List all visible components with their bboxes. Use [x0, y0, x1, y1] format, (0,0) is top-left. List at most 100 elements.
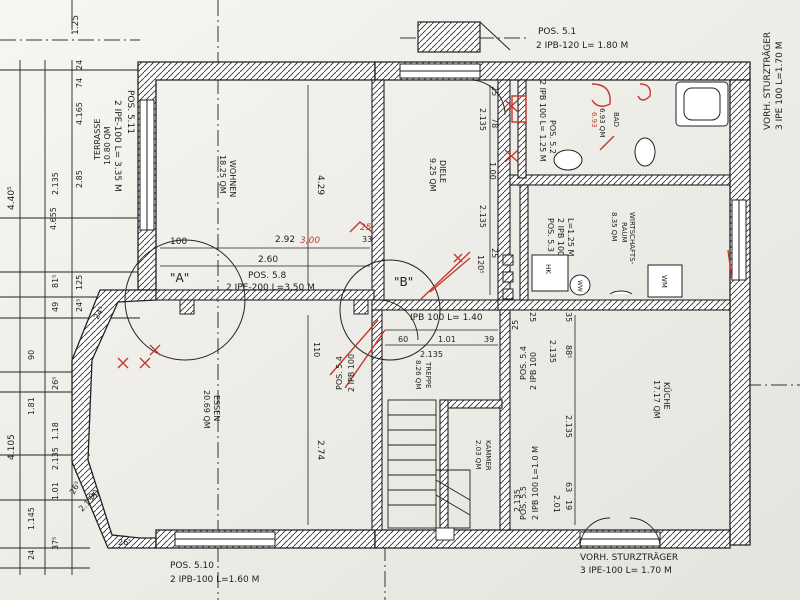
dim-100: 100 [170, 237, 187, 247]
dim-2135-e: 2.135 [564, 415, 573, 438]
room-bad-name: BAD [612, 112, 620, 127]
markup-fix-300: 3,00 [300, 236, 320, 246]
left-dim-2135b: 2.135 [51, 447, 60, 470]
pos-5-8-spec: 2 IPE-200 L=3.50 M [226, 283, 315, 293]
sturz-bottom-spec: 3 IPE-100 L= 1.70 M [580, 566, 672, 576]
interior-dim-lines [160, 85, 576, 525]
dim-2135-a: 2.135 [478, 108, 487, 131]
markup-note-bad: 6.93 [590, 112, 598, 128]
pos-5-3-spec: 2 IPB 100 [556, 218, 565, 256]
room-wohnen-name: WOHNEN [228, 160, 237, 197]
room-terrasse-name: TERRASSE [93, 119, 102, 161]
room-essen-name: ESSEN [212, 395, 221, 421]
left-dim-49: 49 [51, 302, 60, 312]
room-treppe-area: 8.26 QM [414, 360, 422, 389]
dim-201: 2.01 [552, 495, 561, 513]
room-diele-name: DIELE [438, 160, 447, 183]
pos-5-5-spec: 2 IPB 100 L=1.0 M [531, 446, 540, 520]
dim-125top: 1.25 [71, 15, 81, 35]
room-wohnen-area: 18.25 QM [218, 155, 227, 194]
left-dim-265: 26⁵ [51, 377, 60, 390]
left-dim-285: 2.85 [75, 170, 84, 188]
dim-25-d: 25 [511, 320, 520, 330]
detail-a-label: "A" [170, 271, 189, 285]
dim-35: 35 [564, 312, 573, 322]
room-kammer-area: 2.03 QM [474, 440, 482, 469]
door-swings [377, 79, 661, 549]
sturz-right-spec: 3 IPE 100 L=1.70 M [775, 42, 785, 130]
left-dim-815: 81⁵ [51, 275, 60, 288]
utility-fixtures [531, 254, 683, 298]
pos-5-4b-label: POS. 5.4 [519, 346, 528, 380]
dim-39: 39 [484, 335, 494, 344]
windows [139, 63, 747, 547]
bath-fixtures [553, 81, 729, 171]
red-markup [117, 83, 733, 389]
pos-5-4-label: POS. 5.4 [335, 356, 344, 390]
pos-5-10-label: POS. 5.10 [170, 561, 214, 571]
pos-5-2-spec: 2 IPB 100 L= 1.25 M [538, 80, 547, 162]
ipb-short-label: IPB 100 L= 1.40 [410, 313, 483, 323]
room-wirtschaftsraum-name: WIRTSCHAFTS- [628, 212, 636, 265]
dim-885: 88⁵ [564, 345, 573, 358]
dim-25-a: 25 [490, 86, 499, 96]
pos-5-10-spec: 2 IPB-100 L=1.60 M [170, 575, 259, 585]
dim-2135-b: 2.135 [478, 205, 487, 228]
water-heater-ww [569, 274, 591, 296]
left-dim-4405: 4.40⁵ [7, 186, 17, 210]
pos-5-11-label: POS. 5.11 [125, 90, 135, 134]
pos-5-4b-spec: 2 IPB 100 [529, 352, 538, 390]
markup-note-25: 25 [360, 223, 372, 233]
room-kammer-name: KAMMER [484, 440, 492, 471]
room-treppe-name: TREPPE [424, 361, 432, 388]
dim-19: 19 [564, 500, 573, 510]
left-dim-181: 1.81 [27, 397, 36, 415]
sturz-bottom-label: VORH. STURZTRÄGER [580, 552, 678, 563]
left-dim-1145: 1.145 [27, 507, 36, 530]
symbol-ww: WW [576, 280, 583, 292]
left-dim-4655: 4.655 [49, 207, 58, 230]
left-dim-245: 24⁵ [75, 299, 84, 312]
left-dim-4165: 4.165 [75, 102, 84, 125]
pos-5-1-spec: 2 IPB-120 L= 1.80 M [536, 41, 628, 51]
pos-5-3-label: POS. 5.3 [546, 218, 555, 252]
sturz-right-label: VORH. STURZTRÄGER [762, 32, 773, 130]
room-wirtschaftsraum-name2: RAUM [620, 222, 628, 243]
column-markers [179, 254, 514, 315]
dim-2135-f: 2.135 [513, 489, 522, 512]
dim-25-b: 25 [490, 248, 499, 258]
room-kueche-area: 17.17 QM [652, 380, 661, 419]
symbol-wm: WM [660, 275, 668, 288]
top-roof-element [417, 21, 511, 53]
left-dim-90: 90 [27, 350, 36, 360]
detail-circles [124, 239, 441, 361]
dim-63: 63 [564, 482, 573, 492]
room-terrasse-area: 10.80 QM [103, 126, 112, 165]
dim-2135-c: 2.135 [420, 350, 443, 359]
pos-5-4-spec: 2 IPB 100 [347, 354, 356, 392]
pos-5-1-label: POS. 5.1 [538, 27, 576, 37]
left-dim-375: 37⁵ [51, 537, 60, 550]
dim-2135-d: 2.135 [548, 340, 557, 363]
room-kueche-name: KÜCHE [662, 382, 672, 410]
detail-b-label: "B" [394, 275, 413, 289]
room-diele-area: 9.25 QM [428, 158, 437, 192]
room-wirtschaftsraum-area: 8.35 QM [610, 212, 618, 241]
dim-292: 2.92 [275, 235, 295, 245]
pos-5-8-label: POS. 5.8 [248, 271, 287, 281]
dim-260: 2.60 [258, 255, 278, 265]
left-dim-101: 1.01 [51, 482, 60, 500]
dim-1205: 120⁵ [476, 255, 485, 273]
toilet [634, 137, 656, 167]
staircase [387, 399, 471, 541]
pos-5-3-length: L=1.25 M [566, 218, 575, 257]
left-dim-4105: 4.105 [7, 434, 17, 460]
left-dim-24a: 24 [75, 60, 84, 70]
sink [553, 149, 583, 171]
room-bad-area: 6.93 QM [598, 108, 606, 137]
room-essen-area: 20.69 QM [202, 390, 211, 429]
interior-walls [155, 79, 731, 531]
dim-110: 110 [312, 342, 321, 357]
left-dim-125: 125 [75, 275, 84, 290]
